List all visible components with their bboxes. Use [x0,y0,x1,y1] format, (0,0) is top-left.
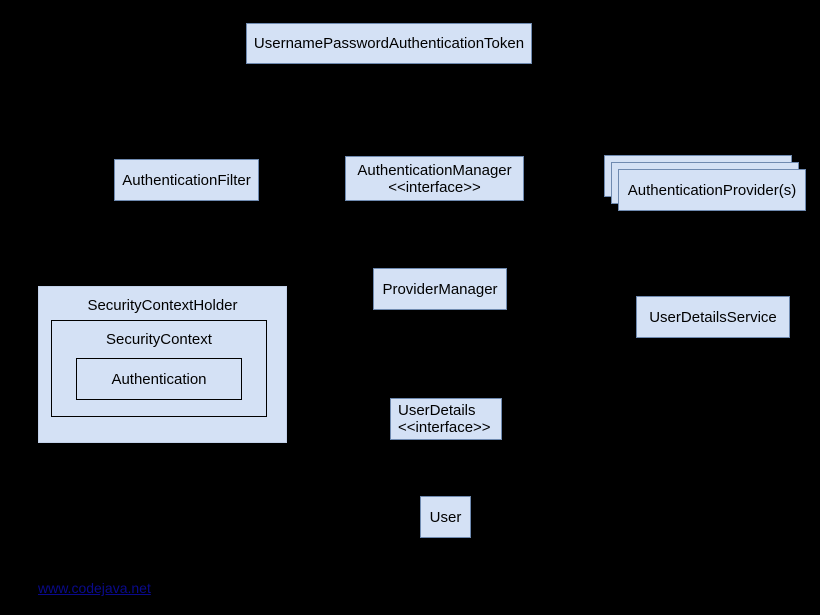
node-label: AuthenticationProvider(s) [627,181,797,199]
node-authentication[interactable]: Authentication [76,358,242,400]
footer-link[interactable]: www.codejava.net [38,580,151,596]
node-authentication-provider[interactable]: AuthenticationProvider(s) [618,169,806,211]
node-label: AuthenticationManager <<interface>> [357,161,512,196]
node-label: SecurityContext [106,331,212,348]
node-label: User [429,508,462,526]
node-authentication-manager[interactable]: AuthenticationManager <<interface>> [345,156,524,201]
node-label: AuthenticationFilter [122,171,251,189]
node-label: ProviderManager [382,280,498,298]
node-label: UserDetails <<interface>> [398,402,491,436]
node-provider-manager[interactable]: ProviderManager [373,268,507,310]
node-user-details-service[interactable]: UserDetailsService [636,296,790,338]
node-username-password-authentication-token[interactable]: UsernamePasswordAuthenticationToken [246,23,532,64]
node-user-details[interactable]: UserDetails <<interface>> [390,398,502,440]
node-authentication-filter[interactable]: AuthenticationFilter [114,159,259,201]
node-label: UserDetailsService [649,308,777,326]
node-label: UsernamePasswordAuthenticationToken [253,35,525,52]
node-user[interactable]: User [420,496,471,538]
node-label: SecurityContextHolder [87,297,238,314]
node-label: Authentication [111,370,207,388]
